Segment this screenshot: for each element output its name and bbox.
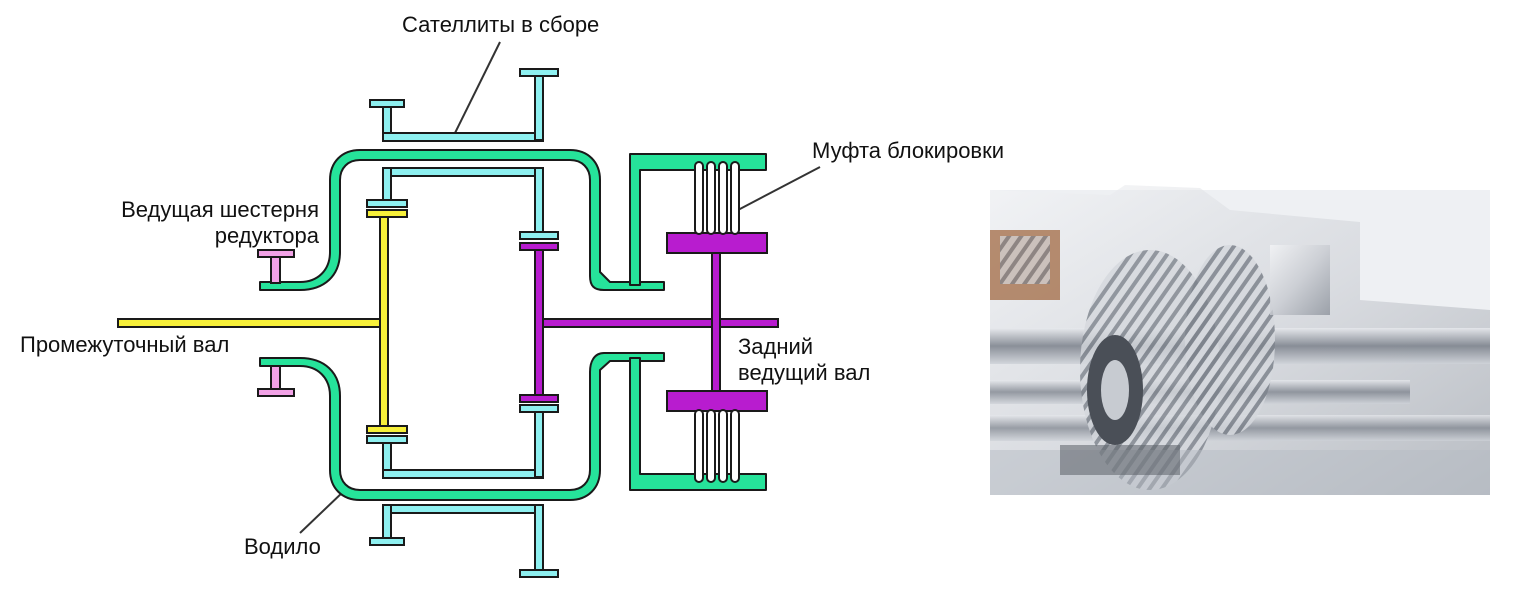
intermediate-shaft-axle xyxy=(117,318,384,328)
plate-lower-3 xyxy=(718,409,728,483)
label-rear-shaft-line1: Задний xyxy=(738,334,814,359)
transfer-case-photo xyxy=(990,185,1490,495)
plate-upper-1 xyxy=(694,161,704,235)
plate-upper-4 xyxy=(730,161,740,235)
intermediate-shaft xyxy=(117,209,408,434)
output-gear-upper-cap xyxy=(519,242,559,251)
clutch-housing-upper xyxy=(629,153,767,286)
satellite-assembly xyxy=(366,68,559,578)
pinion-upper-cap xyxy=(257,249,295,258)
label-satellites: Сателлиты в сборе xyxy=(402,12,600,37)
sun-gear-upper-cap xyxy=(366,209,408,218)
satellite-outer-top-right-stem xyxy=(534,75,544,141)
satellite-inner-top-right-stem xyxy=(534,167,544,234)
leader-satellites xyxy=(454,41,501,134)
satellite-outer-bottom-bar xyxy=(382,504,544,514)
carrier xyxy=(259,149,767,501)
satellite-outer-top-bar xyxy=(382,132,544,142)
carrier-lower-arm xyxy=(259,352,665,501)
satellite-outer-bottom-right-stem xyxy=(534,504,544,573)
plate-lower-4 xyxy=(730,409,740,483)
label-lock-clutch: Муфта блокировки xyxy=(812,138,1005,163)
plate-upper-3 xyxy=(718,161,728,235)
satellite-outer-bottom-right-cap xyxy=(519,569,559,578)
rear-drive-shaft xyxy=(519,232,779,412)
rear-shaft-axle xyxy=(542,318,779,328)
plate-upper-2 xyxy=(706,161,716,235)
pinion-upper-stem xyxy=(270,256,281,284)
label-carrier: Водило xyxy=(244,534,321,559)
satellite-outer-top-right-cap xyxy=(519,68,559,77)
sun-gear-web xyxy=(379,216,389,428)
output-gear-web xyxy=(534,249,544,396)
satellite-inner-bottom-bar xyxy=(382,469,544,479)
satellite-outer-top-left-cap xyxy=(369,99,405,108)
output-gear-lower-cap xyxy=(519,394,559,403)
clutch-hub-upper xyxy=(666,232,768,254)
clutch-hub-link xyxy=(711,252,721,392)
pinion-lower-cap xyxy=(257,388,295,397)
clutch-housing-lower xyxy=(629,357,767,491)
pinion-lower-stem xyxy=(270,365,281,391)
label-drive-gear-line2: редуктора xyxy=(214,223,319,248)
satellite-inner-bottom-right-cap xyxy=(519,404,559,413)
clutch-plates xyxy=(694,161,740,483)
clutch-hub-lower xyxy=(666,390,768,412)
satellite-inner-top-right-cap xyxy=(519,231,559,240)
plate-lower-2 xyxy=(706,409,716,483)
satellite-outer-bottom-left-stem xyxy=(382,504,392,542)
label-rear-shaft-line2: ведущий вал xyxy=(738,360,871,385)
plate-lower-1 xyxy=(694,409,704,483)
leader-lines xyxy=(299,41,821,534)
satellite-inner-top-left-cap xyxy=(366,199,408,208)
sun-gear-lower-cap xyxy=(366,425,408,434)
carrier-upper-arm xyxy=(259,149,665,291)
drive-pinion xyxy=(257,249,295,397)
label-intermediate-shaft: Промежуточный вал xyxy=(20,332,230,357)
leader-carrier xyxy=(299,489,346,534)
satellite-inner-bottom-left-cap xyxy=(366,435,408,444)
satellite-inner-top-bar xyxy=(382,167,544,177)
label-drive-gear-line1: Ведущая шестерня xyxy=(121,197,319,222)
satellite-outer-bottom-left-cap xyxy=(369,537,405,546)
satellite-inner-bottom-right-stem xyxy=(534,411,544,478)
leader-lock-clutch xyxy=(737,166,821,211)
